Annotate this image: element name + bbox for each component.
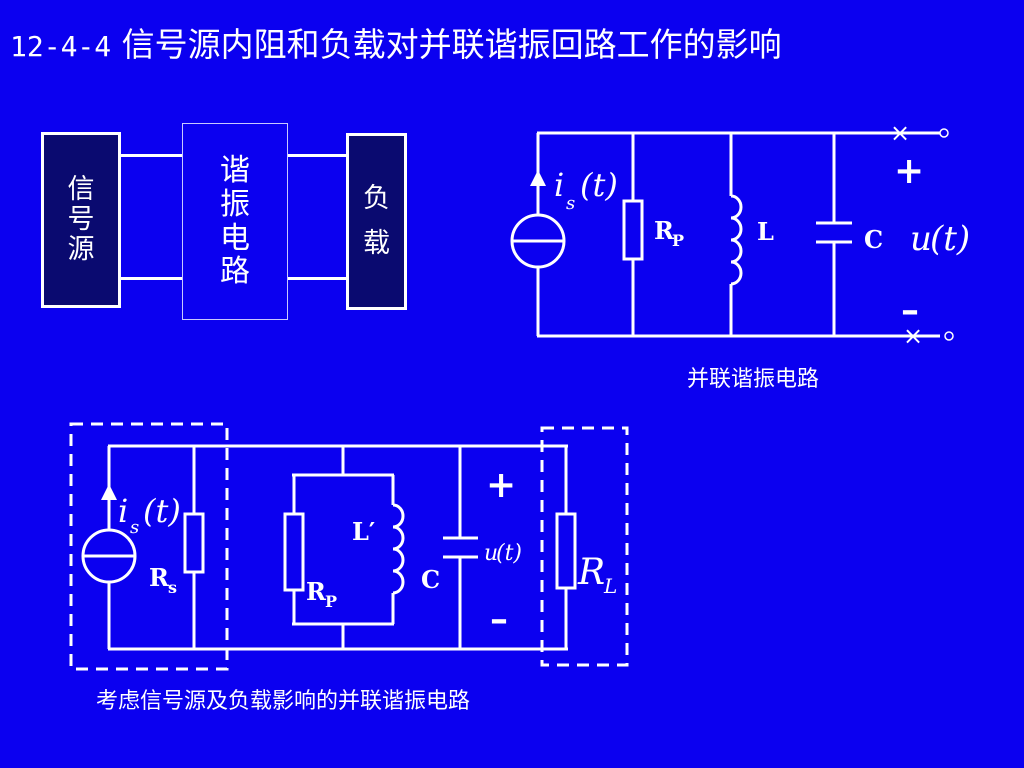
c1-rp-resistor: [622, 199, 644, 261]
c1-minus-sign: –: [901, 289, 919, 331]
resonant-circuit-char: 振: [220, 186, 250, 222]
load-char: 负: [363, 183, 390, 215]
signal-source-block: 信 号 源: [41, 132, 121, 308]
c2-rl-resistor: [555, 512, 577, 590]
c1-rp-R: R: [654, 216, 675, 245]
block-wire-top-left: [120, 154, 183, 157]
c1-source-arg: (t): [580, 166, 618, 204]
loaded-parallel-resonant-circuit: [69, 422, 629, 671]
section-number: 12-4-4: [10, 30, 112, 63]
block-wire-bottom-right: [287, 277, 347, 280]
c1-current-source-icon: [510, 213, 566, 269]
c1-plus-sign: +: [894, 150, 924, 192]
c2-voltage-arg: (t): [496, 541, 522, 566]
c1-terminal-mark-bottom: ×: [903, 322, 923, 350]
c1-terminal-top: [939, 128, 949, 138]
load-block: 负 载: [346, 133, 407, 310]
slide-title: 12-4-4 信号源内阻和负载对并联谐振回路工作的影响: [10, 18, 782, 66]
c2-labels: i s (t) R s R P L′ C u (t) + – R L: [118, 464, 617, 640]
circuit2-caption: 考虑信号源及负载影响的并联谐振电路: [96, 689, 471, 714]
c2-load-dashed-box: [540, 426, 629, 667]
resonant-circuit-char: 路: [220, 254, 250, 290]
signal-source-char: 号: [67, 203, 95, 235]
c2-rs-sub: s: [168, 578, 177, 597]
c2-rs-R: R: [149, 563, 170, 592]
c1-labels: × × i s (t) R P L C u (t) + –: [554, 119, 970, 350]
c1-capacitor-label: C: [864, 225, 883, 254]
c1-inductor-coil: [730, 194, 743, 286]
signal-source-char: 源: [67, 234, 95, 266]
c1-terminal-bottom: [944, 331, 954, 341]
c2-rp-resistor: [283, 512, 305, 592]
c1-voltage-u: u: [910, 219, 932, 259]
c2-source-arg: (t): [143, 492, 181, 530]
c2-voltage-u: u: [484, 541, 498, 566]
c2-rp-sub: P: [325, 592, 337, 611]
resonant-circuit-char: 谐: [220, 153, 250, 189]
c1-voltage-arg: (t): [930, 219, 970, 259]
resonant-circuit-char: 电: [220, 220, 250, 256]
parallel-resonant-circuit: [510, 128, 954, 341]
resonant-circuit-block: 谐 振 电 路: [182, 123, 288, 320]
c1-source-i: i: [554, 166, 564, 204]
c2-source-sub: s: [130, 517, 139, 538]
c2-inductor-label: L′: [352, 517, 375, 546]
c2-rl-sub: L: [603, 574, 617, 598]
c2-source-i: i: [118, 492, 128, 530]
c2-inductor-coil: [392, 503, 405, 595]
c1-source-sub: s: [566, 193, 575, 214]
c2-rp-R: R: [306, 577, 327, 606]
c2-rs-resistor: [183, 512, 205, 574]
c1-inductor-label: L: [757, 217, 774, 246]
c2-minus-sign: –: [490, 598, 508, 640]
title-text: 信号源内阻和负载对并联谐振回路工作的影响: [121, 25, 782, 64]
c1-rp-sub: P: [672, 231, 684, 250]
c2-capacitor-label: C: [421, 565, 440, 594]
c2-plus-sign: +: [486, 464, 516, 506]
circuit1-caption: 并联谐振电路: [687, 367, 820, 392]
signal-source-char: 信: [67, 173, 95, 205]
c2-current-source-icon: [81, 528, 137, 584]
block-wire-top-right: [287, 154, 347, 157]
block-wire-bottom-left: [120, 277, 183, 280]
c2-rl-R: R: [577, 552, 605, 593]
load-char: 载: [363, 227, 390, 259]
c1-terminal-mark-top: ×: [890, 119, 910, 147]
